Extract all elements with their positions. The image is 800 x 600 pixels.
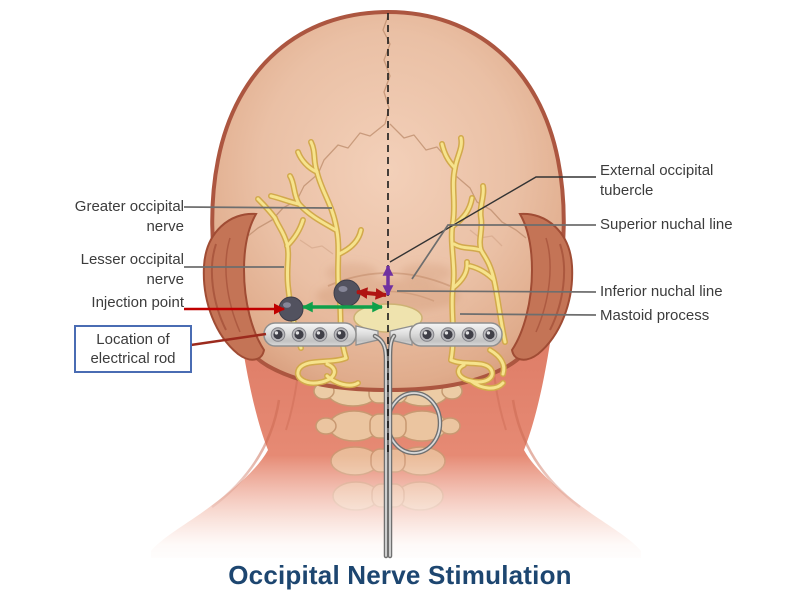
electrode-rod [263, 322, 503, 347]
label-box-electrical-rod: Location of electrical rod [74, 325, 192, 373]
label-injection-point: Injection point [91, 294, 184, 311]
bottom-fade [0, 455, 800, 570]
figure-title: Occipital Nerve Stimulation [228, 560, 572, 590]
label-superior-nuchal-line: Superior nuchal line [600, 216, 733, 233]
leader-greater-occipital-nerve [183, 206, 333, 209]
rod-box-leader [183, 332, 267, 348]
left-ear [202, 212, 266, 361]
label-external-occipital-tubercle: External occipital tubercle [600, 162, 714, 199]
leader-lines [183, 176, 597, 316]
label-lesser-occipital-nerve: Lesser occipital nerve [80, 251, 184, 288]
span-arrow-red [355, 287, 388, 300]
leader-superior-nuchal-line [411, 224, 596, 280]
leader-external-occipital-tubercle [389, 176, 596, 263]
label-mastoid-process: Mastoid process [600, 307, 710, 324]
annotation-arrows [183, 264, 394, 348]
label-inferior-nuchal-line: Inferior nuchal line [600, 283, 723, 300]
leader-inferior-nuchal-line [396, 290, 597, 293]
label-greater-occipital-nerve: Greater occipital nerve [74, 198, 184, 235]
right-ear [510, 212, 574, 361]
leader-mastoid-process [459, 313, 597, 316]
electrode-contacts [270, 327, 498, 342]
